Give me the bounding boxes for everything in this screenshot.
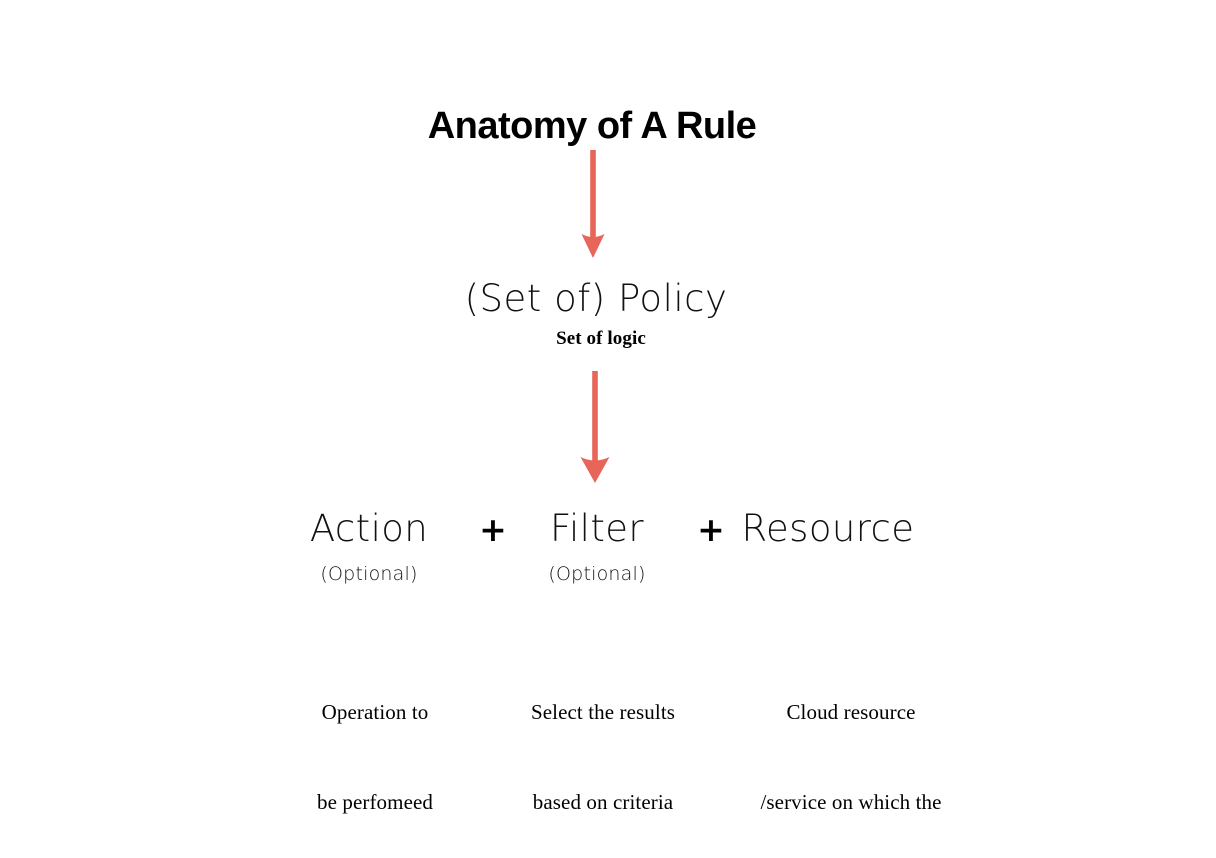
- diagram-title: Anatomy of A Rule: [427, 105, 757, 147]
- term-filter-description: Select the results based on criteria set…: [531, 637, 675, 858]
- operator-plus-1: +: [479, 510, 507, 549]
- arrow-title-to-policy-icon: [581, 150, 605, 258]
- term-action-description-line-2: be perfomeed: [316, 790, 434, 814]
- term-filter-label: Filter: [549, 507, 645, 550]
- term-resource-description: Cloud resource /service on which the act…: [760, 637, 941, 858]
- term-resource-label: Resource: [741, 507, 915, 550]
- term-resource-description-line-1: Cloud resource: [786, 700, 916, 724]
- operator-plus-2: +: [697, 510, 725, 549]
- term-filter-description-line-1: Select the results: [530, 700, 676, 724]
- term-action-description: Operation to be perfomeed on resource: [317, 637, 433, 858]
- term-filter-optional-label: (Optional): [548, 563, 646, 585]
- policy-label: (Set of) Policy: [464, 277, 728, 320]
- policy-sublabel: Set of logic: [556, 328, 646, 349]
- term-action-label: Action: [309, 507, 429, 550]
- term-action-description-line-1: Operation to: [321, 700, 429, 724]
- arrow-policy-to-components-icon: [580, 371, 610, 483]
- term-filter-description-line-2: based on criteria: [532, 790, 674, 814]
- term-action-optional-label: (Optional): [320, 563, 418, 585]
- term-resource-description-line-2: /service on which the: [760, 790, 942, 814]
